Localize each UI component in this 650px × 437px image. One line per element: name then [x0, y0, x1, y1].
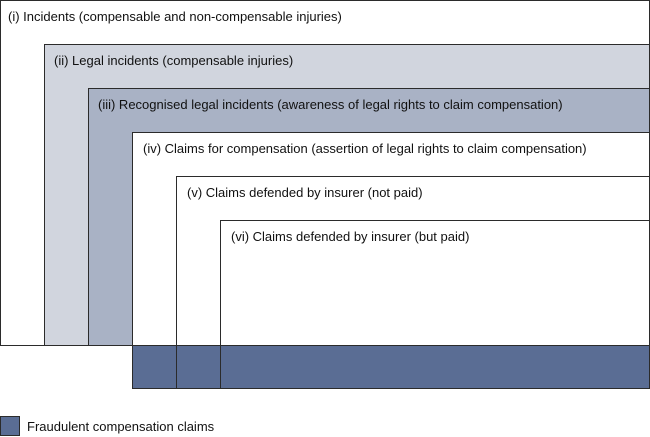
level-3-label: (iii) Recognised legal incidents (awaren…: [98, 97, 563, 112]
fraud-band-divider: [220, 345, 221, 389]
fraud-band-divider: [176, 345, 177, 389]
level-1-label: (i) Incidents (compensable and non-compe…: [8, 9, 342, 24]
level-6-defended-but-paid-box: [220, 220, 650, 346]
level-2-label: (ii) Legal incidents (compensable injuri…: [54, 53, 294, 68]
level-4-label: (iv) Claims for compensation (assertion …: [143, 141, 587, 156]
fraudulent-claims-band: [132, 345, 650, 389]
level-5-label: (v) Claims defended by insurer (not paid…: [187, 185, 423, 200]
legend-swatch: [0, 416, 20, 436]
level-6-label: (vi) Claims defended by insurer (but pai…: [231, 229, 470, 244]
legend-label: Fraudulent compensation claims: [27, 419, 215, 434]
